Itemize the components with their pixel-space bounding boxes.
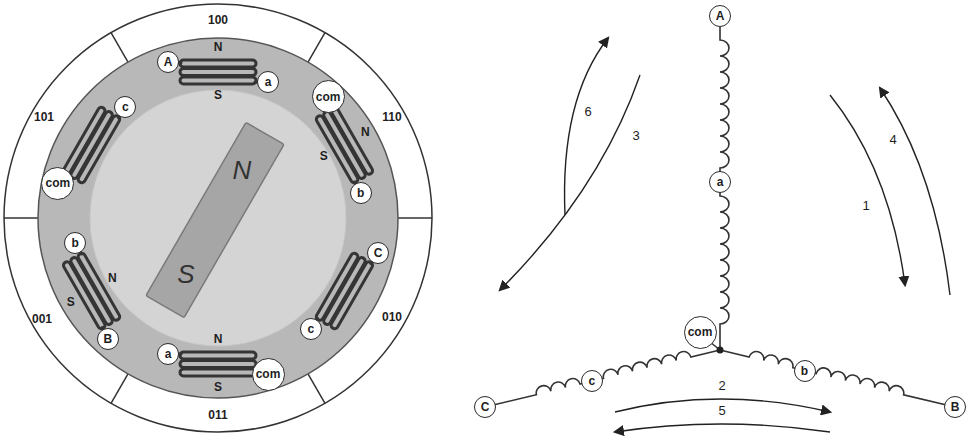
- callout-number: 5: [716, 404, 727, 418]
- terminal-circle: c: [114, 96, 136, 118]
- sequence-arrows: [500, 38, 950, 432]
- terminal-name: b: [357, 187, 364, 199]
- pole-letter: S: [67, 296, 75, 309]
- terminal-circle: B: [944, 396, 966, 418]
- terminal-circle: A: [157, 51, 179, 73]
- terminal-name: c: [122, 101, 129, 113]
- junction-dot: [717, 347, 724, 354]
- terminal-name: C: [374, 247, 383, 259]
- terminal-name: b: [801, 365, 808, 377]
- terminal-circle: c: [300, 318, 322, 340]
- pole-letter: N: [214, 333, 223, 346]
- terminal-name: c: [588, 375, 595, 387]
- terminal-name: b: [72, 237, 79, 249]
- pole-letter: N: [214, 41, 223, 54]
- callout-number: 4: [887, 133, 898, 147]
- terminal-circle: A: [709, 5, 731, 27]
- terminal-name: B: [951, 401, 960, 413]
- stator-coil: [168, 60, 268, 84]
- terminal-circle: com: [41, 167, 74, 200]
- terminal-name: a: [265, 76, 272, 88]
- terminal-circle: C: [367, 242, 389, 264]
- terminal-name: c: [307, 323, 314, 335]
- hall-code: 010: [382, 311, 402, 324]
- sector-dividers: [4, 33, 432, 404]
- terminal-name: A: [164, 56, 173, 68]
- pole-letter: N: [361, 126, 370, 139]
- pole-letter: S: [214, 381, 222, 394]
- callout-number: 2: [716, 379, 727, 393]
- terminal-circle: a: [257, 71, 279, 93]
- terminal-circle: com: [684, 316, 717, 349]
- terminal-circle: com: [252, 358, 285, 391]
- hall-code: 110: [382, 111, 401, 124]
- terminal-circle: b: [64, 232, 86, 254]
- terminal-name: com: [46, 177, 71, 189]
- terminal-circle: com: [312, 80, 345, 113]
- stator-coil: [56, 242, 127, 341]
- callout-number: 6: [582, 105, 593, 119]
- pole-letter: N: [108, 272, 117, 285]
- terminal-circle: a: [709, 171, 731, 193]
- terminal-name: C: [481, 401, 490, 413]
- stator-ring: [38, 38, 398, 398]
- hall-code: 011: [208, 409, 227, 422]
- rotor-space: [90, 90, 346, 346]
- hall-code: 100: [208, 14, 228, 27]
- rotor-pole: S: [177, 260, 194, 289]
- terminal-name: com: [256, 368, 281, 380]
- terminal-circle: c: [581, 370, 603, 392]
- terminal-name: B: [104, 333, 113, 345]
- terminal-circle: C: [474, 396, 496, 418]
- terminal-circle: a: [157, 343, 179, 365]
- terminal-name: com: [688, 326, 713, 338]
- terminal-name: A: [716, 10, 725, 22]
- star-winding: [485, 27, 955, 407]
- terminal-name: a: [717, 176, 724, 188]
- rotor-magnet: [146, 122, 284, 317]
- stator-outline: [4, 4, 432, 432]
- terminal-name: a: [165, 348, 172, 360]
- terminal-name: com: [316, 91, 341, 103]
- terminal-circle: b: [794, 360, 816, 382]
- pole-letter: S: [214, 89, 222, 102]
- callout-number: 3: [630, 129, 641, 143]
- pole-letter: S: [320, 150, 328, 163]
- terminal-circle: b: [350, 182, 372, 204]
- hall-code: 001: [32, 313, 52, 326]
- callout-number: 1: [860, 199, 871, 213]
- rotor-pole: N: [233, 156, 252, 185]
- terminal-circle: B: [97, 328, 119, 350]
- hall-code: 101: [34, 111, 54, 124]
